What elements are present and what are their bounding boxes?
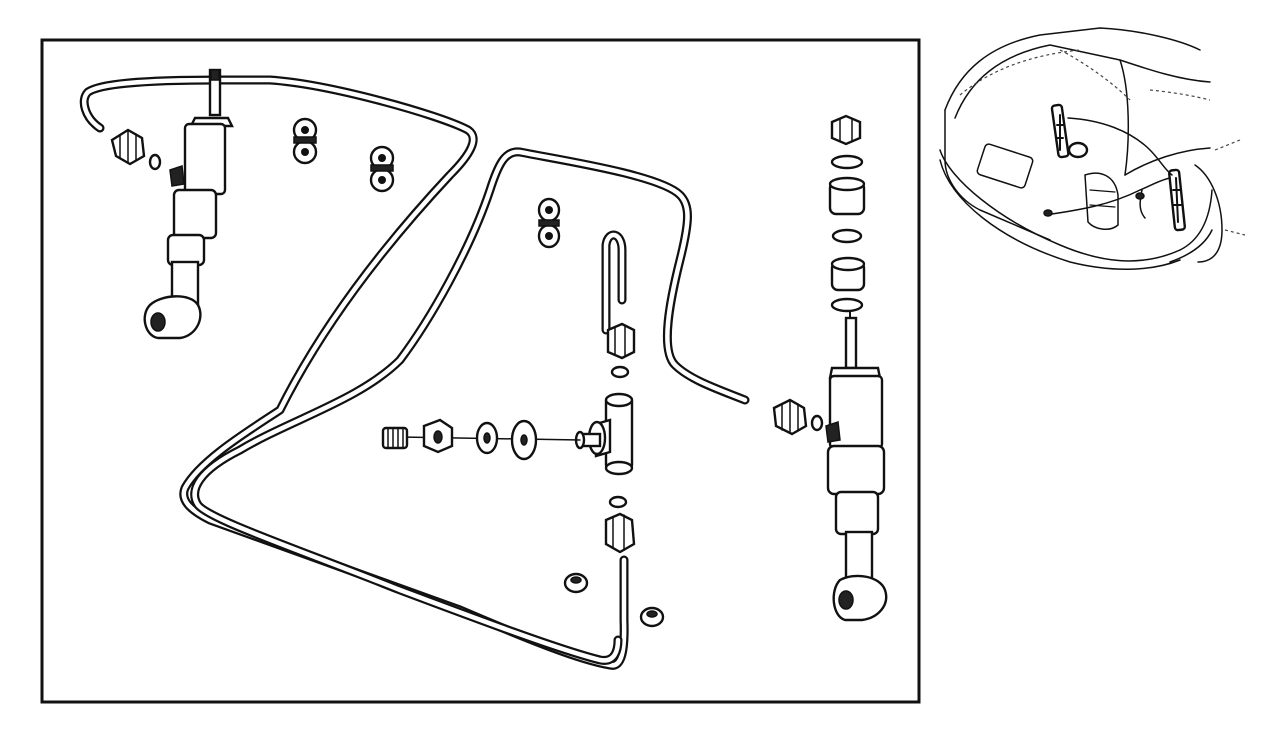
side-small-washer [475, 421, 499, 455]
grommet-2 [639, 606, 665, 628]
pipe-clip-2 [369, 145, 395, 193]
right-shock-washer-3 [830, 297, 864, 313]
tee-lower-washer [608, 495, 628, 509]
side-valve-cap [381, 426, 409, 450]
car-rear-view-thumbnail [939, 27, 1246, 271]
pipe-clip-1 [292, 117, 318, 165]
side-large-washer [510, 419, 538, 461]
tee-upper-washer [610, 365, 630, 379]
left-shock-washer [148, 153, 162, 171]
left-shock-bolt [169, 164, 185, 187]
air-line-left-loop [79, 75, 629, 670]
tee-upper-nut [606, 322, 636, 360]
right-shock-washer-2 [831, 228, 863, 244]
tee-banjo-bolt [574, 430, 602, 450]
side-hex-nut [422, 418, 454, 454]
right-shock-bush-lower [830, 256, 866, 292]
left-shock-fitting-nut [110, 128, 146, 166]
air-line-right-loop [190, 147, 750, 665]
diagram-frame [40, 38, 921, 704]
right-shock-absorber [826, 311, 888, 622]
pipe-clip-3 [537, 197, 561, 249]
right-shock-bolt [825, 420, 841, 443]
right-shock-bush-upper [828, 176, 866, 216]
right-shock-top-nut [830, 114, 862, 146]
right-shock-washer-1 [830, 154, 864, 170]
right-shock-fitting-nut [772, 398, 808, 436]
air-line-center-hook [601, 230, 627, 335]
left-shock-absorber [143, 68, 234, 340]
tee-lower-nut [604, 512, 636, 554]
right-shock-small-washer [810, 414, 824, 432]
grommet-1 [563, 572, 589, 594]
